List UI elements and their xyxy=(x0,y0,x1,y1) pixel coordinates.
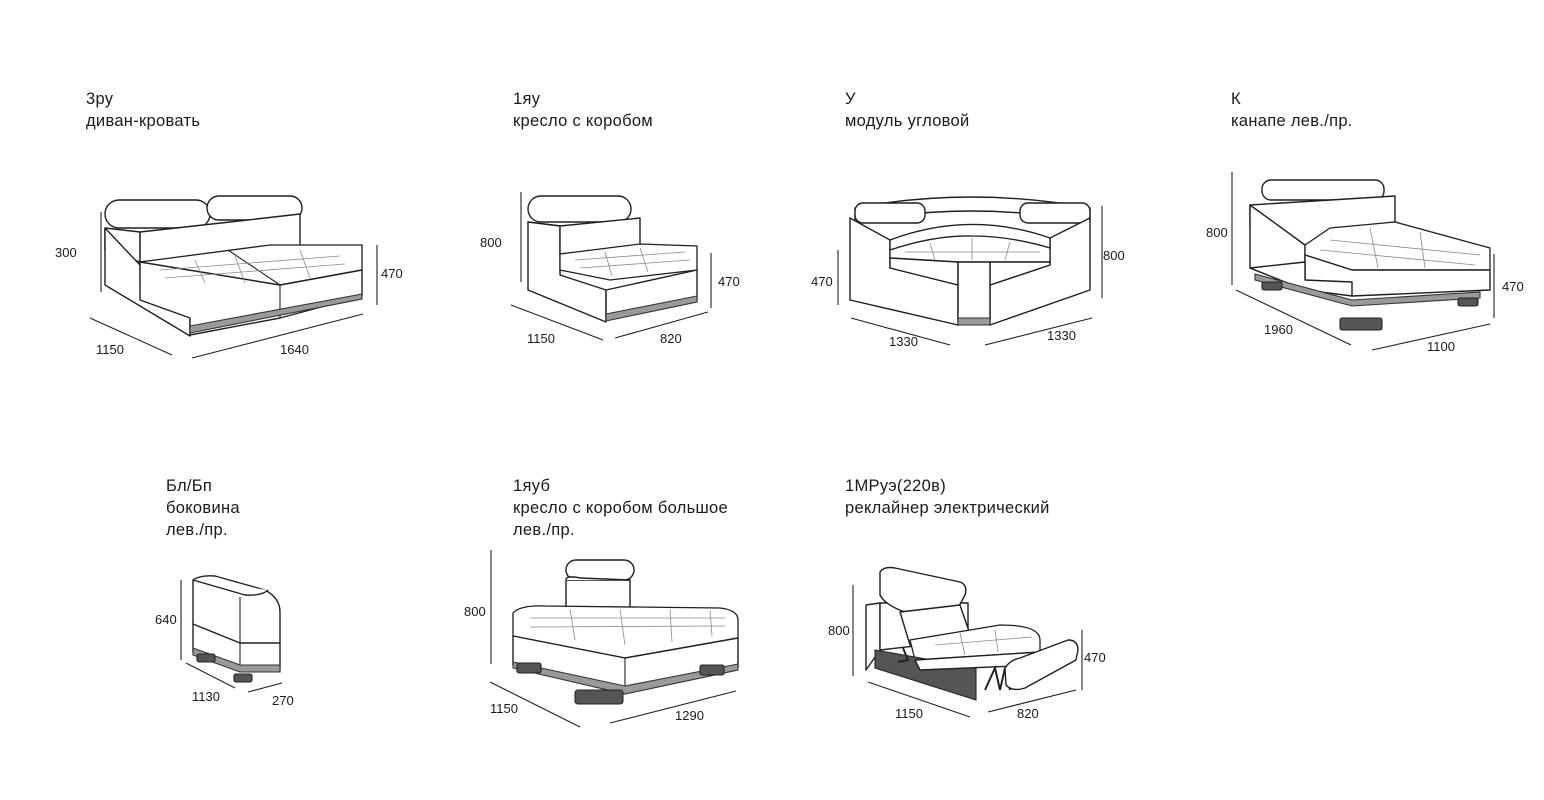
dimension-depth: 1150 xyxy=(895,706,923,721)
dimension-height: 800 xyxy=(464,604,486,619)
armchair-box-illustration xyxy=(527,195,698,323)
module-description: кресло с коробом большое xyxy=(513,499,728,517)
module-description: боковина xyxy=(166,499,240,517)
module-title-1yau: 1яу кресло с коробом xyxy=(513,88,653,132)
dimension-width: 270 xyxy=(272,693,294,708)
module-title-1yaub: 1яуб кресло с коробом большое лев./пр. xyxy=(513,475,728,541)
large-armchair-illustration xyxy=(512,559,739,705)
module-description: кресло с коробом xyxy=(513,112,653,130)
sofa-bed-illustration xyxy=(104,195,363,337)
module-code: 1МРуэ(220в) xyxy=(845,477,946,495)
dimension-depth: 1130 xyxy=(192,689,220,704)
module-title-u: У модуль угловой xyxy=(845,88,970,132)
module-code: 1яу xyxy=(513,90,541,108)
dimension-width: 1100 xyxy=(1427,339,1455,354)
module-code: 1яуб xyxy=(513,477,551,495)
module-title-k: К канапе лев./пр. xyxy=(1231,88,1353,132)
dimension-seat-height: 470 xyxy=(811,274,833,289)
dimension-depth: 1330 xyxy=(889,334,918,349)
module-description: реклайнер электрический xyxy=(845,499,1050,517)
module-title-3ru: 3ру диван-кровать xyxy=(86,88,200,132)
dimension-width: 1330 xyxy=(1047,328,1076,343)
module-description: модуль угловой xyxy=(845,112,970,130)
dimension-depth: 1960 xyxy=(1264,322,1293,337)
module-code: 3ру xyxy=(86,90,114,108)
dimension-width: 1640 xyxy=(280,342,309,357)
module-description: диван-кровать xyxy=(86,112,201,130)
module-title-1mrue: 1МРуэ(220в) реклайнер электрический xyxy=(845,475,1050,519)
dimension-height: 800 xyxy=(1206,225,1228,240)
module-code: Бл/Бп xyxy=(166,477,213,495)
dimension-seat-height: 470 xyxy=(1502,279,1524,294)
dimension-height: 800 xyxy=(1103,248,1125,263)
dimension-seat-height: 470 xyxy=(381,266,403,281)
chaise-illustration xyxy=(1249,179,1491,331)
dimension-height: 800 xyxy=(480,235,502,250)
dimension-height: 300 xyxy=(55,245,77,260)
dimension-seat-height: 470 xyxy=(718,274,740,289)
dimension-width: 820 xyxy=(660,331,682,346)
dimension-height: 800 xyxy=(828,623,850,638)
module-code: К xyxy=(1231,90,1241,108)
module-code: У xyxy=(845,90,856,108)
dimension-height: 640 xyxy=(155,612,177,627)
dimension-width: 820 xyxy=(1017,706,1039,721)
module-description-2: лев./пр. xyxy=(513,521,575,539)
dimension-depth: 1150 xyxy=(96,342,124,357)
module-description: канапе лев./пр. xyxy=(1231,112,1353,130)
dimension-seat-height: 470 xyxy=(1084,650,1106,665)
dimension-width: 1290 xyxy=(675,708,704,723)
module-title-bl-bp: Бл/Бп боковина лев./пр. xyxy=(166,475,240,541)
corner-module-illustration xyxy=(849,196,1091,326)
dimension-depth: 1150 xyxy=(490,701,518,716)
side-panel-illustration xyxy=(192,575,281,683)
module-description-2: лев./пр. xyxy=(166,521,228,539)
recliner-illustration xyxy=(865,566,1079,701)
dimension-depth: 1150 xyxy=(527,331,555,346)
